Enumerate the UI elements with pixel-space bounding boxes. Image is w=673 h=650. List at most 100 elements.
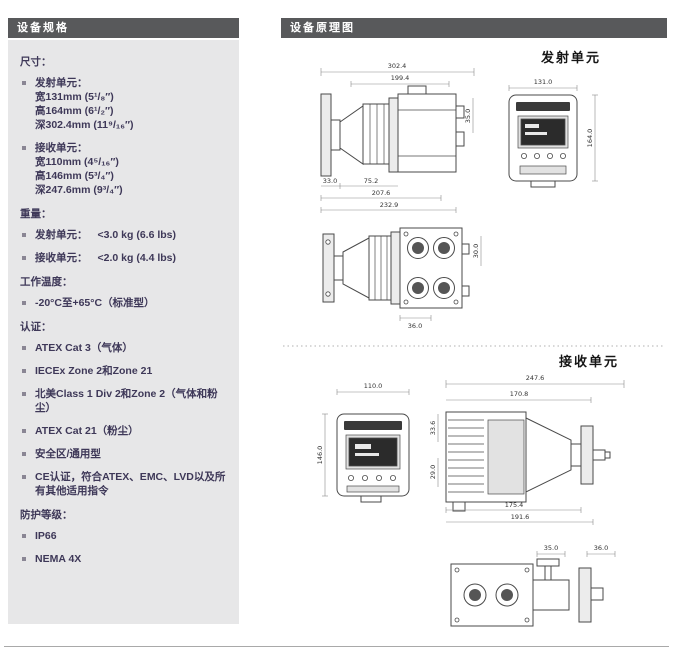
label-strip <box>346 485 400 493</box>
dim-side-height: 35.0 <box>464 109 472 123</box>
transmitter-side-view: 302.4 199.4 33.0 <box>320 62 475 213</box>
spec-text: 接收单元： 宽110mm (4⁵/₁₆″) 高146mm (5³/₄″) 深24… <box>35 141 123 197</box>
spec-value: （标准型） <box>102 297 155 309</box>
spec-lead: 发射单元： <box>35 229 88 241</box>
spec-item: 安全区/通用型 <box>20 447 229 461</box>
dim-total-depth: 247.6 <box>526 374 545 382</box>
spec-text: 发射单元： 宽131mm (5¹/₈″) 高164mm (6¹/₂″) 深302… <box>35 76 134 132</box>
label-strip <box>519 165 567 175</box>
button <box>520 153 527 160</box>
section-certification: 认证： ATEX Cat 3（气体） IECEx Zone 2和Zone 21 … <box>20 319 229 498</box>
bullet-icon <box>22 534 26 538</box>
housing-panel <box>487 419 525 495</box>
bullet-icon <box>22 233 26 237</box>
dim-depth-c: 175.4 <box>505 501 524 509</box>
valve-handle <box>536 558 560 567</box>
spec-item: NEMA 4X <box>20 552 229 566</box>
spec-lead: 发射单元： <box>35 77 88 89</box>
spec-line: 深302.4mm (11⁹/₁₆″) <box>35 119 134 131</box>
section-title: 工作温度： <box>20 276 73 288</box>
spec-text: -20°C至+65°C（标准型） <box>35 296 155 310</box>
bullet-icon <box>22 346 26 350</box>
housing <box>397 93 457 173</box>
schematic-header: 设备原理图 <box>281 18 667 38</box>
spec-value: <3.0 kg (6.6 lbs) <box>97 229 177 241</box>
spec-text: 安全区/通用型 <box>35 448 101 460</box>
shaft <box>592 449 606 461</box>
section-title: 认证： <box>20 321 52 333</box>
dim-width: 131.0 <box>534 78 553 86</box>
section-title: 防护等级： <box>20 509 73 521</box>
display-screen <box>348 437 398 467</box>
spec-item: 发射单元： <3.0 kg (6.6 lbs) <box>20 228 229 242</box>
dim-height: 164.0 <box>586 129 594 148</box>
bullet-icon <box>22 557 26 561</box>
spec-line: 高146mm (5³/₄″) <box>35 170 114 182</box>
spec-text: 北美Class 1 Div 2和Zone 2（气体和粉尘） <box>35 388 218 414</box>
specs-column: 设备规格 尺寸： 发射单元： 宽131mm (5¹/₈″) 高164mm (6¹… <box>8 18 239 624</box>
connector <box>452 501 466 512</box>
dim-offset-b: 75.2 <box>364 177 378 185</box>
dim-mount-depth: 232.9 <box>380 201 399 209</box>
shaft <box>590 587 604 601</box>
mount-bracket <box>532 579 570 611</box>
receiver-bottom-view: 35.0 36.0 <box>450 544 616 627</box>
dim-top-offset: 30.0 <box>472 244 480 258</box>
dim-lens-offset: 36.0 <box>408 322 422 330</box>
button <box>533 153 540 160</box>
receiver-label: 接收单元 <box>559 354 619 369</box>
spec-item: ATEX Cat 3（气体） <box>20 341 229 355</box>
cone <box>339 105 364 165</box>
button <box>546 153 553 160</box>
bullet-icon <box>22 452 26 456</box>
lens-barrel <box>362 103 390 165</box>
spec-item: 接收单元：<2.0 kg (4.4 lbs) <box>20 251 229 265</box>
specs-header-label: 设备规格 <box>17 22 69 34</box>
spec-item: IP66 <box>20 529 229 543</box>
section-dimensions: 尺寸： 发射单元： 宽131mm (5¹/₈″) 高164mm (6¹/₂″) … <box>20 54 229 197</box>
section-title: 尺寸： <box>20 56 52 68</box>
dim-lens-assembly: 199.4 <box>391 74 410 82</box>
flange <box>580 425 594 485</box>
section-title: 重量： <box>20 208 52 220</box>
dim-offset-f: 36.0 <box>594 544 608 552</box>
connector <box>455 131 465 147</box>
spec-text: ATEX Cat 21（粉尘） <box>35 425 139 437</box>
spec-line: 高164mm (6¹/₂″) <box>35 105 114 117</box>
dim-height: 146.0 <box>316 446 324 465</box>
dim-depth-d: 191.6 <box>511 513 530 521</box>
brand-band <box>516 102 570 111</box>
spec-lead: -20°C至+65°C <box>35 297 103 309</box>
spec-item: 接收单元： 宽110mm (4⁵/₁₆″) 高146mm (5³/₄″) 深24… <box>20 141 229 197</box>
flange <box>578 567 592 623</box>
button <box>390 474 397 481</box>
connector <box>455 105 465 119</box>
section-protection: 防护等级： IP66 NEMA 4X <box>20 507 229 566</box>
dim-offset-a: 33.6 <box>429 421 437 435</box>
transmitter-front-view: 131.0 164.0 <box>508 78 598 188</box>
cone <box>342 237 370 299</box>
receiver-side-view: 247.6 170.8 33.6 29.0 <box>429 374 625 525</box>
dim-body-depth: 207.6 <box>372 189 391 197</box>
housing <box>399 227 463 309</box>
schematic-header-label: 设备原理图 <box>290 22 355 34</box>
dim-total-depth: 302.4 <box>388 62 407 70</box>
valve-stem <box>544 565 552 581</box>
lens-barrel <box>368 235 392 301</box>
spec-item: -20°C至+65°C（标准型） <box>20 296 229 310</box>
dim-width: 110.0 <box>364 382 383 390</box>
schematic-drawing: 发射单元 302.4 199.4 <box>283 50 663 627</box>
spec-line: 宽131mm (5¹/₈″) <box>35 91 114 103</box>
bullet-icon <box>22 369 26 373</box>
dim-body-depth: 170.8 <box>510 390 529 398</box>
schematic-column: 设备原理图 发射单元 302.4 199.4 <box>281 18 667 644</box>
transmitter-top-view: 30.0 36.0 <box>322 227 482 330</box>
spec-item: CE认证，符合ATEX、EMC、LVD以及所有其他适用指令 <box>20 470 229 498</box>
connector <box>461 243 470 255</box>
bullet-icon <box>22 256 26 260</box>
spec-lead: 接收单元： <box>35 252 88 264</box>
section-weight: 重量： 发射单元： <3.0 kg (6.6 lbs) 接收单元：<2.0 kg … <box>20 206 229 265</box>
button <box>348 474 355 481</box>
cone <box>525 417 572 493</box>
